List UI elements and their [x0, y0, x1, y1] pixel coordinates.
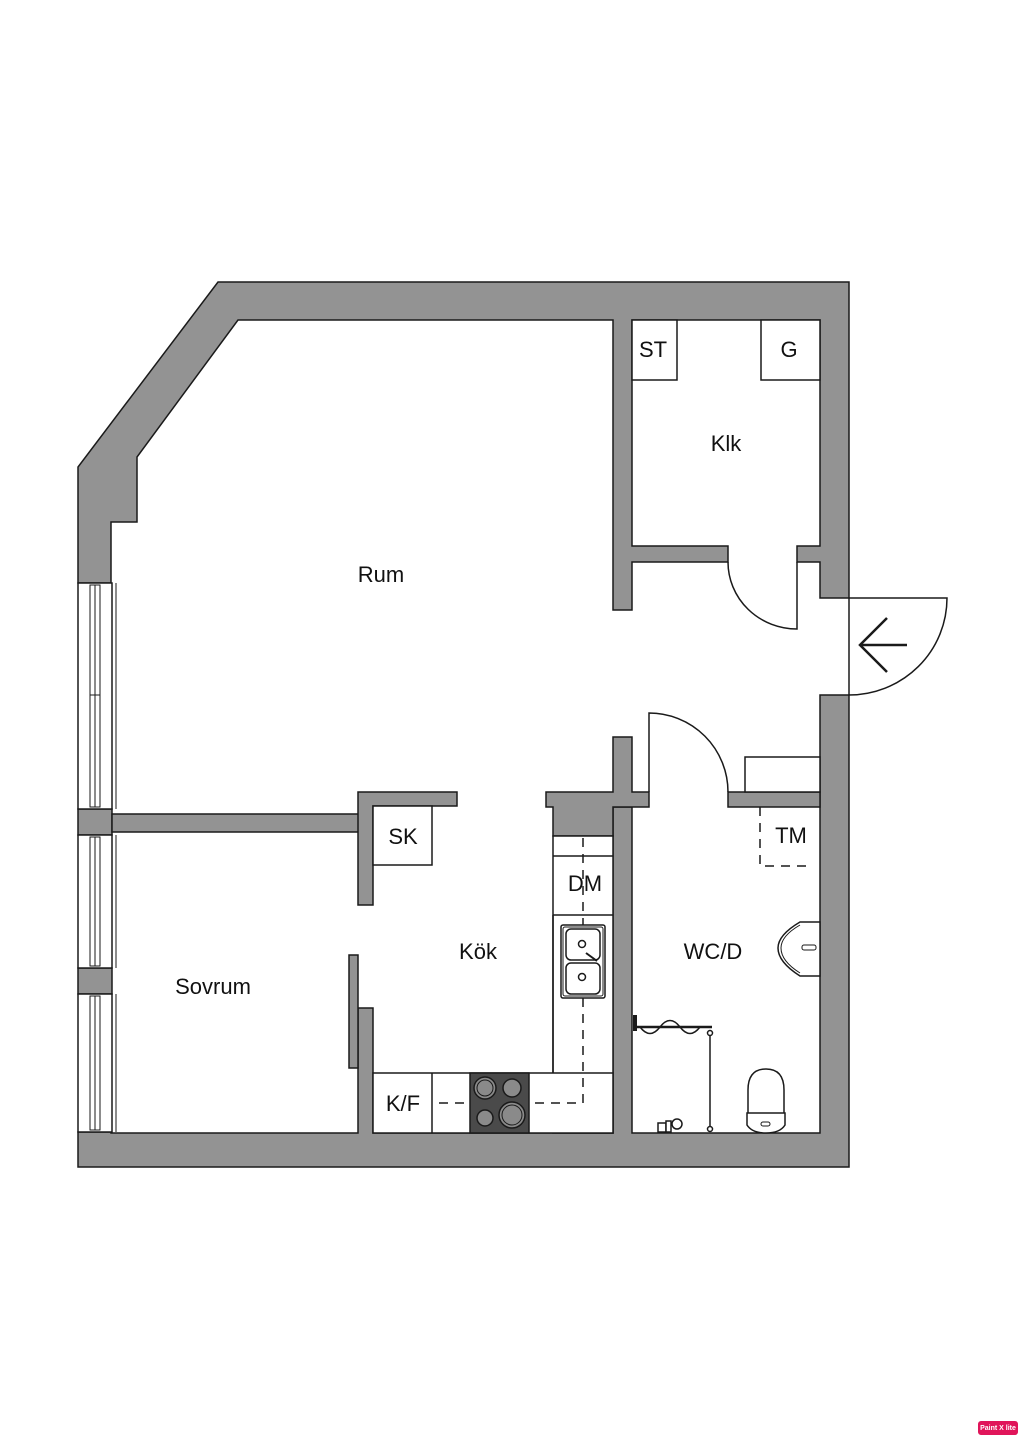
- arrow-left-icon: [858, 617, 907, 673]
- label-st: ST: [639, 337, 667, 362]
- fixture-g: [760, 319, 821, 381]
- washbasin-icon: [777, 921, 821, 977]
- toilet-icon: [746, 1068, 786, 1134]
- fixture-st: [631, 319, 678, 381]
- closet-fixtures: ST G: [631, 319, 821, 381]
- interior-walls: [111, 736, 821, 1069]
- shower-curtain-icon: [633, 1015, 714, 1133]
- label-sk: SK: [388, 824, 418, 849]
- hall-shelf: [744, 756, 821, 793]
- wall-bathroom-top: [727, 791, 821, 808]
- outer-walls: [77, 281, 850, 1168]
- room-label-living: Rum: [358, 562, 404, 587]
- wall-pier-1: [77, 808, 113, 836]
- room-labels: Rum Klk Kök Sovrum WC/D: [175, 431, 742, 999]
- label-dm: DM: [568, 871, 602, 896]
- windows: [77, 582, 117, 1133]
- fixture-sk: [372, 805, 433, 866]
- room-label-bathroom: WC/D: [684, 939, 743, 964]
- bathroom-door-swing: [648, 712, 729, 793]
- bathroom-fixtures: TM: [633, 807, 821, 1134]
- label-g: G: [780, 337, 797, 362]
- entrance-door: [848, 597, 948, 696]
- wall-pier-2: [77, 967, 113, 995]
- fixture-tm-area: [759, 807, 812, 867]
- label-kf: K/F: [386, 1091, 420, 1116]
- room-label-bedroom: Sovrum: [175, 974, 251, 999]
- stove-icon: [469, 1072, 530, 1134]
- wall-bedroom-top: [111, 813, 360, 833]
- closet-door-swing: [727, 561, 798, 630]
- window-2: [77, 834, 117, 969]
- room-label-kitchen: Kök: [459, 939, 498, 964]
- wall-bedroom-door-leaf: [348, 954, 359, 1069]
- watermark-badge: Paint X lite: [978, 1421, 1018, 1435]
- window-1: [77, 582, 117, 810]
- room-label-closet: Klk: [711, 431, 743, 456]
- label-tm: TM: [775, 823, 807, 848]
- wall-kitchen-right: [545, 736, 650, 837]
- window-3: [77, 993, 117, 1133]
- double-sink-icon: [560, 924, 606, 999]
